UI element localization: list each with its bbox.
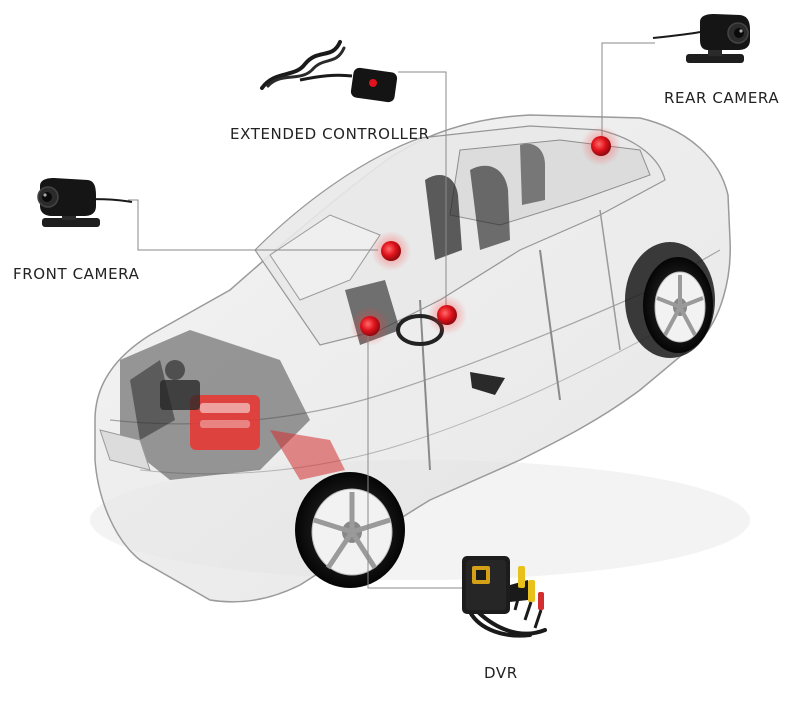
rear-camera-leader [601, 42, 655, 140]
front-camera-leader [128, 199, 378, 251]
front-camera-icon [37, 178, 133, 227]
dvr-unit-icon [462, 556, 547, 638]
rear-wheel [643, 257, 713, 353]
extended-controller-leader [398, 71, 447, 312]
leader-lines [128, 42, 655, 589]
dvr-label: DVR [484, 664, 518, 682]
rear-camera-label: REAR CAMERA [664, 89, 780, 107]
dvr-marker [350, 306, 390, 346]
extended-controller-icon [260, 40, 398, 103]
rear-camera-icon [652, 14, 750, 63]
extended-controller-marker [427, 295, 467, 335]
rear-camera-marker [581, 126, 621, 166]
dvr-leader [367, 330, 462, 589]
front-wheel [295, 472, 405, 588]
extended-controller-label: EXTENDED CONTROLLER [230, 125, 430, 143]
engine-illustration [120, 330, 345, 480]
front-camera-marker [371, 231, 411, 271]
car-cutaway-illustration [90, 114, 750, 603]
front-camera-label: FRONT CAMERA [13, 265, 140, 283]
